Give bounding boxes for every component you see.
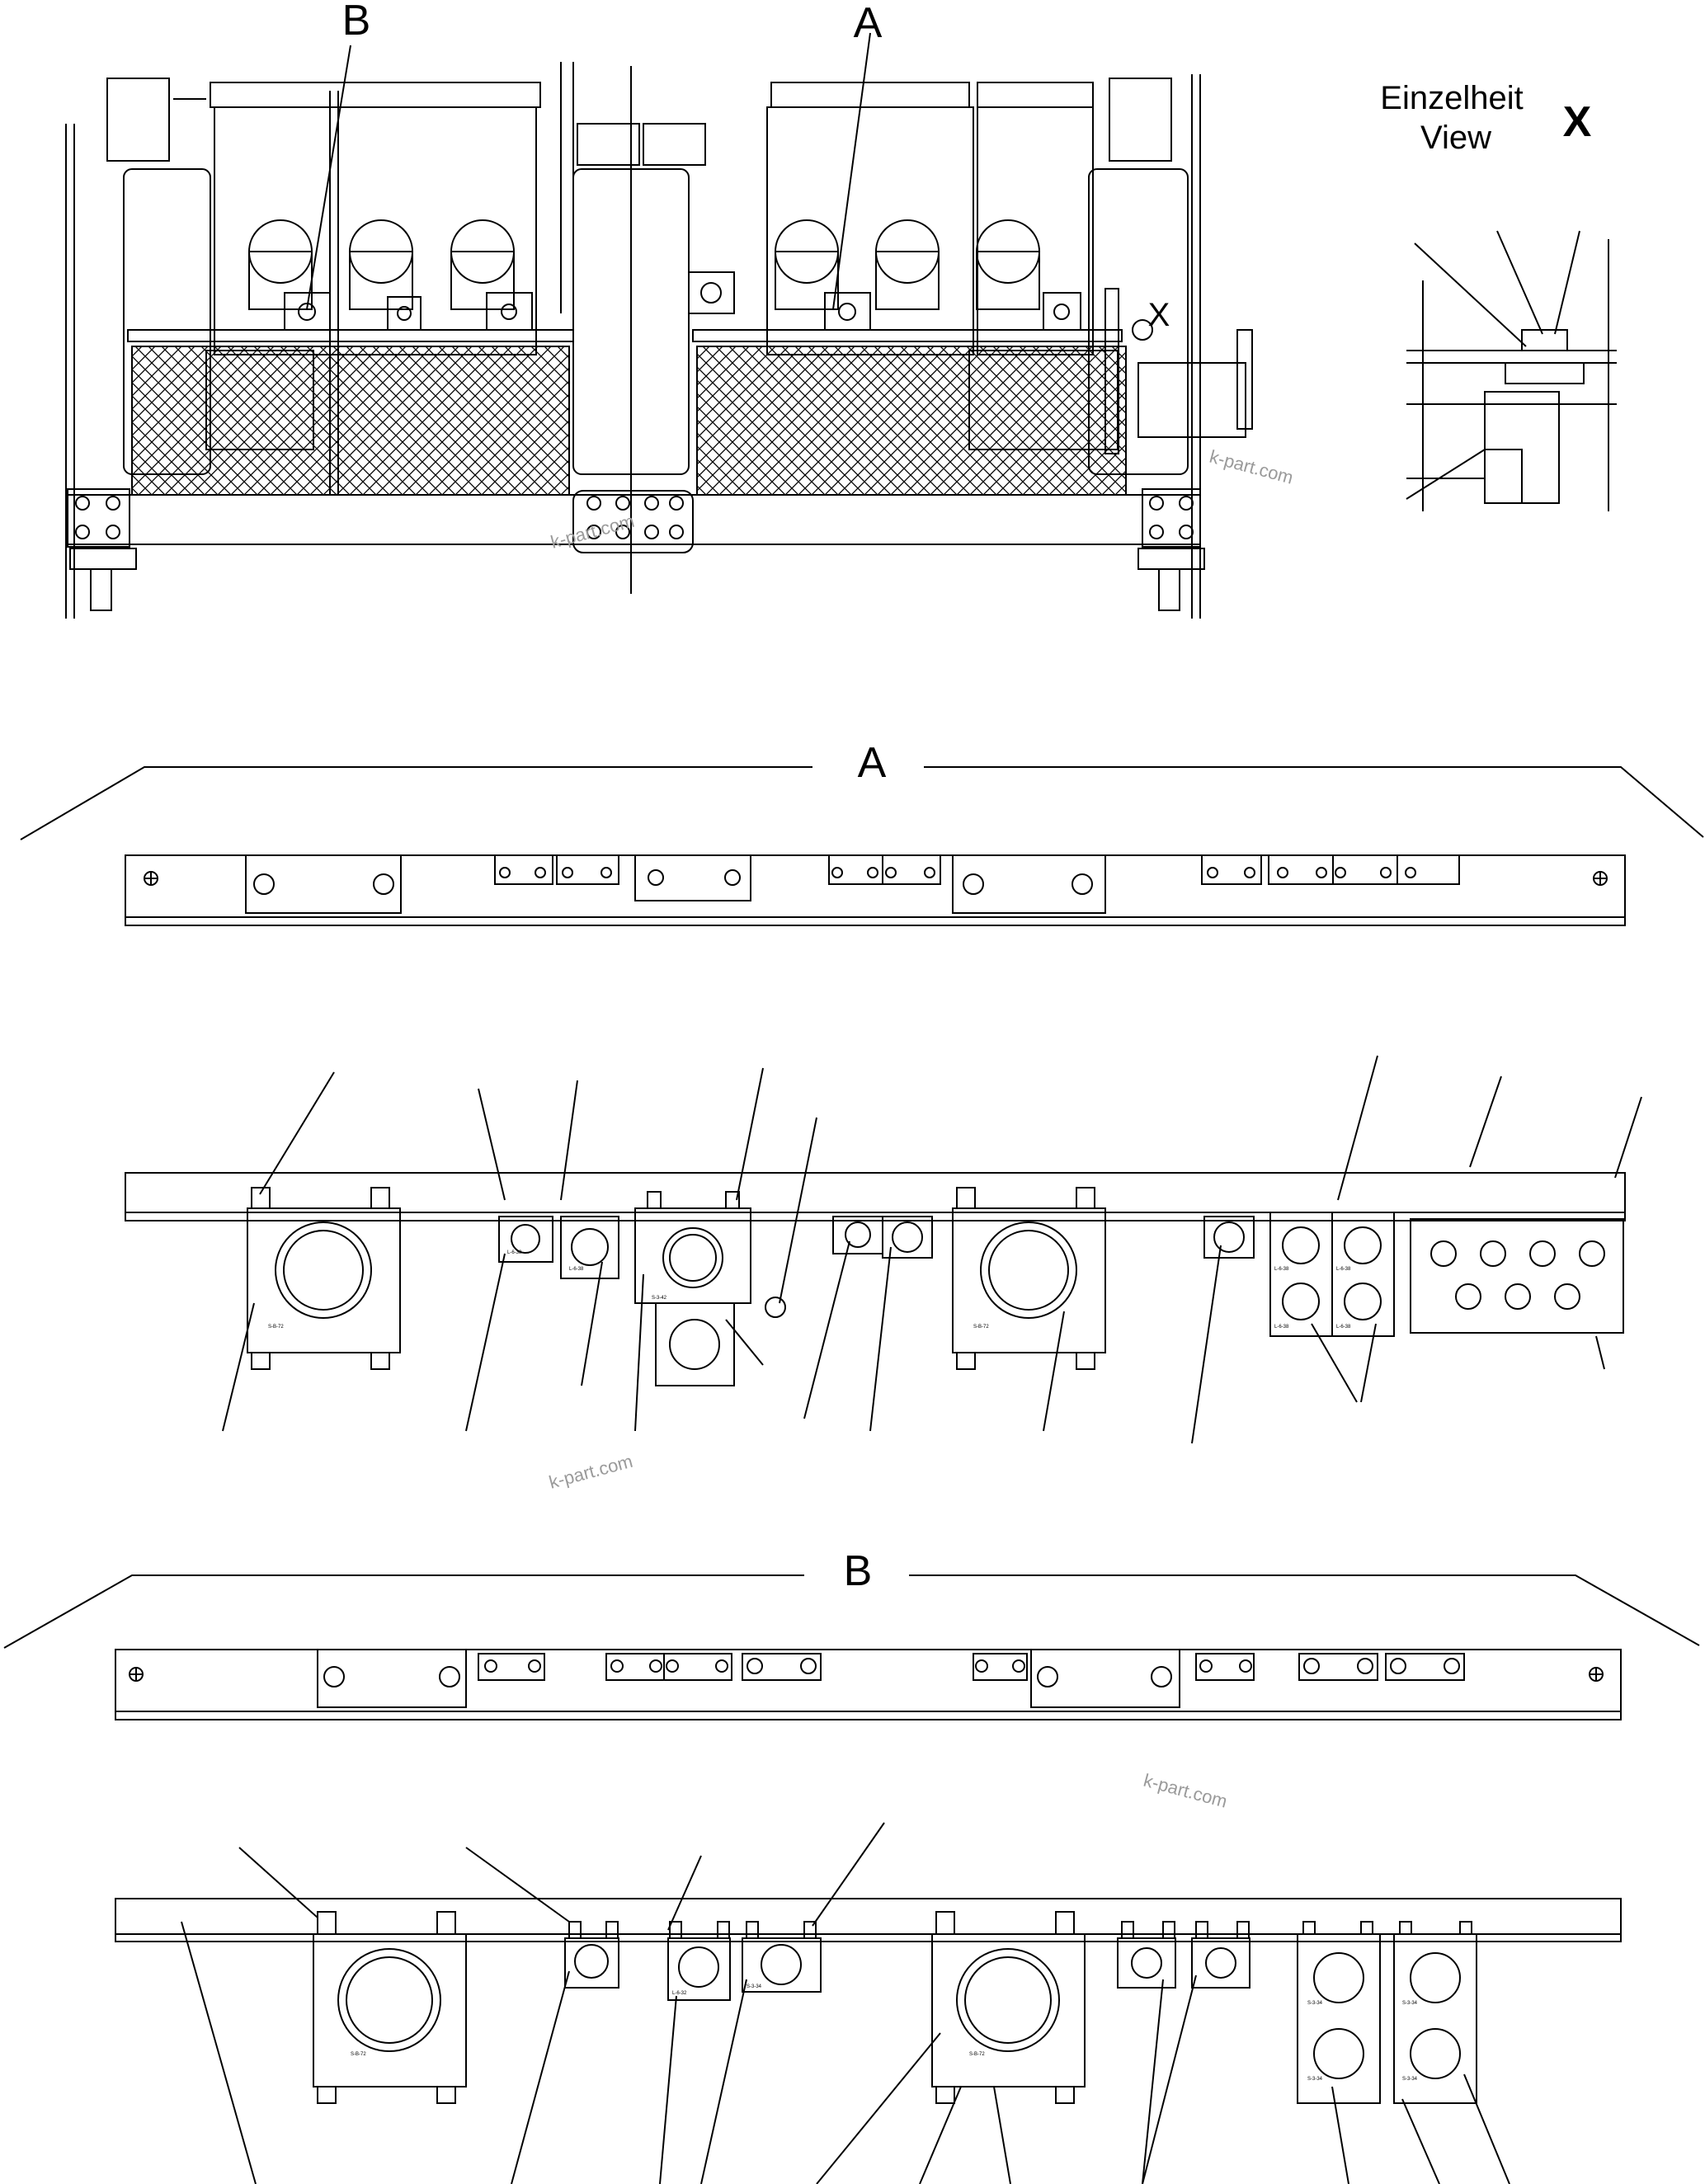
corner-block-left — [67, 488, 130, 548]
clamp-marking: S-B-72 — [351, 2052, 366, 2057]
callout-x-label: X — [1148, 297, 1170, 333]
watermark: k-part.com — [549, 511, 637, 553]
section-a-top-rail — [125, 854, 1626, 926]
watermark: k-part.com — [547, 1451, 635, 1493]
clamp-marking: L-6-38 — [1274, 1267, 1289, 1272]
main-assembly-view — [65, 32, 1253, 619]
clamp-marking: L-6-38 — [1274, 1325, 1289, 1330]
clamp-marking: L-6-38 — [1336, 1267, 1351, 1272]
section-b-top-rail — [115, 1649, 1622, 1720]
section-b-divider — [3, 1574, 1700, 1649]
clamp-marking: S-3-34 — [1402, 2077, 1418, 2082]
clamp-marking: S-3-34 — [1307, 2001, 1323, 2006]
section-b-clamp-markings: S-B-72 S-B-72 L-6-32 S-3-34 S-3-34 S-3-3… — [351, 1984, 1418, 2082]
corner-block-right — [1142, 488, 1201, 548]
clamp-marking: S-3-34 — [1307, 2077, 1323, 2082]
clamp-marking: S-B-72 — [973, 1325, 989, 1330]
clamp-marking: L-6-38 — [569, 1267, 584, 1272]
clamp-marking: S-B-72 — [268, 1325, 284, 1330]
detail-mark: X — [1563, 98, 1592, 146]
section-a-title: A — [858, 739, 887, 787]
section-b-title: B — [844, 1547, 873, 1595]
section-a-divider — [20, 766, 1704, 840]
center-bolt-block — [586, 496, 684, 539]
section-a-clamp-markings: S-B-72 S-B-72 L-6-38 L-6-38 S-3-42 L-6-3… — [268, 1250, 1351, 1330]
watermark: k-part.com — [1208, 446, 1296, 488]
clamp-marking: S-3-42 — [652, 1296, 667, 1301]
detail-title-de: Einzelheit — [1380, 80, 1523, 116]
clamp-marking: S-3-34 — [1402, 2001, 1418, 2006]
clamp-marking: S-3-34 — [747, 1984, 762, 1989]
section-a-front-rail — [125, 1055, 1642, 1444]
callout-b-label: B — [342, 0, 371, 45]
section-b-front-rail — [115, 1822, 1622, 2184]
watermark: k-part.com — [1142, 1770, 1230, 1812]
clamp-marking: L-6-32 — [672, 1991, 687, 1996]
clamp-marking: S-B-72 — [969, 2052, 985, 2057]
cylinder-group-right — [775, 219, 1040, 310]
cylinder-group-left — [248, 219, 515, 310]
detail-title-en: View — [1420, 120, 1491, 156]
callout-a-label: A — [854, 0, 883, 47]
clamp-marking: L-6-38 — [507, 1250, 522, 1255]
detail-x-view — [1406, 230, 1617, 511]
clamp-marking: L-6-38 — [1336, 1325, 1351, 1330]
